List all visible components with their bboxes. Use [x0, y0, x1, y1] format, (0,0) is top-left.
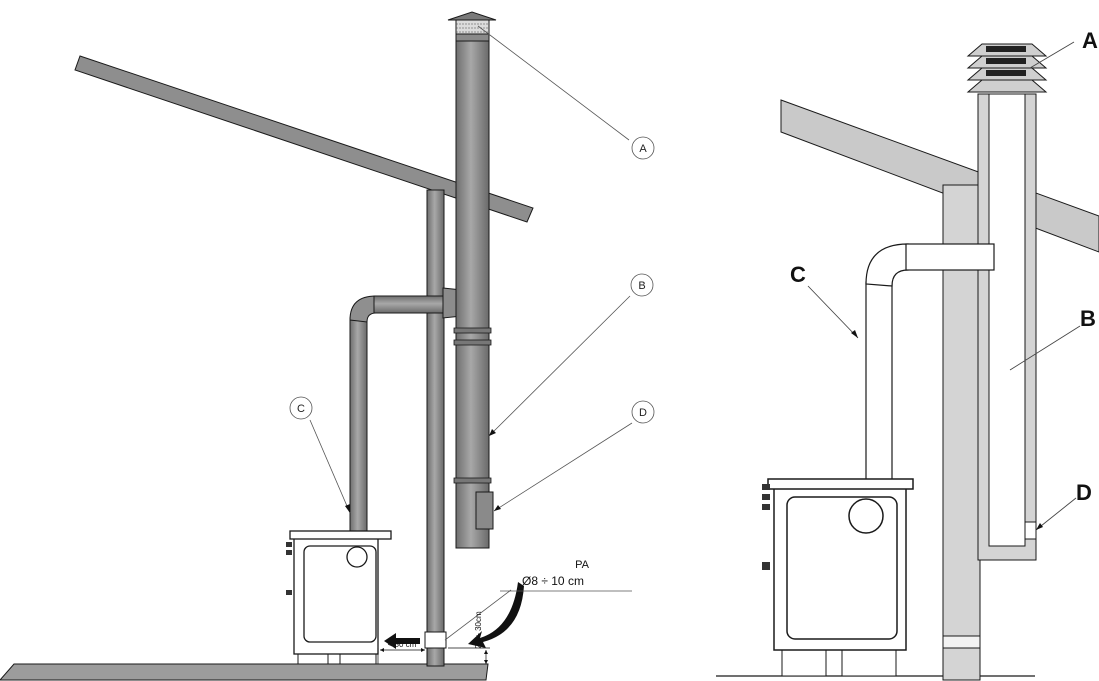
right-label-c: C: [790, 262, 806, 287]
left-label-b: B: [630, 273, 654, 297]
left-diagram: A B C D PA Ø8 ÷ 10 cm < 50 cm: [0, 11, 655, 681]
left-label-d: D: [631, 400, 655, 424]
left-chimney: [455, 39, 490, 549]
left-label-c: C: [289, 396, 313, 420]
air-intake-label: PA: [575, 559, 590, 571]
left-air-intake-sleeve: [424, 631, 447, 649]
left-roof: [74, 55, 534, 223]
left-label-a: A: [631, 136, 655, 160]
left-inspection-door: [475, 491, 494, 530]
left-chimney-ring: [453, 327, 492, 334]
right-diagram: A B C D: [716, 28, 1099, 681]
air-intake-diameter: Ø8 ÷ 10 cm: [522, 574, 584, 588]
right-label-b: B: [1080, 306, 1096, 331]
left-connector-elbow: [349, 295, 377, 323]
svg-text:B: B: [638, 280, 645, 292]
left-airflow-arrow: [384, 633, 420, 649]
right-connector-elbow: [865, 243, 909, 287]
left-stove: [286, 530, 392, 665]
right-label-d: D: [1076, 480, 1092, 505]
right-inspection-door: [1024, 521, 1037, 540]
svg-text:< 50 cm: < 50 cm: [388, 640, 417, 649]
right-roof: [780, 99, 1099, 253]
svg-text:C: C: [297, 403, 305, 415]
left-wall-column: [426, 189, 445, 667]
svg-text:D: D: [639, 407, 647, 419]
svg-text:A: A: [639, 143, 647, 155]
right-label-a: A: [1082, 28, 1098, 53]
left-incoming-air-arrow: [468, 582, 524, 648]
left-chimney-cap: [447, 11, 497, 42]
distance-dimension: < 50 cm: [377, 640, 428, 664]
right-connector-vertical: [865, 281, 893, 481]
right-connector-horizontal: [905, 243, 995, 271]
svg-text:20 ÷ 30cm: 20 ÷ 30cm: [474, 611, 483, 649]
right-chimney-inner: [988, 93, 1026, 547]
left-connector-vertical: [349, 317, 368, 533]
right-air-intake-sleeve: [942, 635, 981, 649]
right-stove: [762, 478, 914, 677]
left-chimney-ring: [453, 339, 492, 346]
left-chimney-ring: [453, 477, 492, 484]
right-chimney-cap: [966, 43, 1048, 93]
left-floor: [0, 663, 489, 681]
height-dimension: 20 ÷ 30cm: [448, 611, 490, 664]
left-connector-horizontal: [373, 295, 445, 314]
